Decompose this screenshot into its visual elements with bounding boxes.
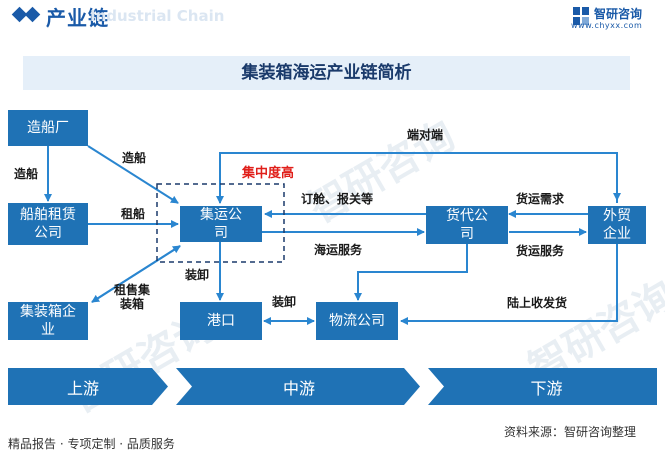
stream-upstream: 上游 (66, 378, 99, 398)
label-loading: 装卸 (272, 295, 297, 309)
node-port: 港口 (180, 302, 262, 340)
label-freight-demand: 货运需求 (516, 192, 565, 206)
footer-tagline: 精品报告 · 专项定制 · 品质服务 (8, 437, 175, 451)
label-charter: 租船 (121, 207, 146, 221)
label-land-delivery: 陆上收发货 (507, 296, 568, 310)
section-title: 产业链 (46, 6, 109, 30)
node-logistics: 物流公司 (316, 302, 398, 340)
stream-downstream: 下游 (530, 378, 563, 398)
label-end-to-end: 端对端 (407, 128, 444, 142)
diagram-title: 集装箱海运产业链简析 (23, 56, 630, 90)
stream-bands (8, 368, 657, 405)
node-freight-forwarder: 货代公司 (426, 206, 508, 244)
node-container-company: 集装箱企业 (8, 302, 88, 340)
stream-midstream: 中游 (282, 378, 315, 398)
source-note: 资料来源：智研咨询整理 (504, 425, 637, 439)
label-ocean-service: 海运服务 (314, 243, 363, 257)
brand-logo-icon (573, 7, 589, 25)
label-lease-sell-containers: 租售集装箱 (113, 283, 150, 311)
node-shipping-company: 集运公司 (180, 206, 262, 242)
label-booking-customs: 订舱、报关等 (301, 192, 374, 206)
label-freight-service: 货运服务 (516, 244, 565, 258)
node-ship-leasing: 船舶租赁公司 (8, 203, 88, 245)
node-foreign-trade: 外贸企业 (588, 206, 646, 244)
label-shipbuild-down: 造船 (14, 167, 39, 181)
label-shipbuild-diag: 造船 (122, 151, 147, 165)
brand-url: www.chyxx.com (571, 21, 643, 30)
section-title-en: Industrial Chain (90, 7, 225, 25)
label-unloading: 装卸 (185, 268, 210, 282)
brand-name: 智研咨询 (594, 7, 643, 21)
node-shipyard: 造船厂 (8, 110, 88, 146)
label-high-concentration: 集中度高 (242, 166, 295, 181)
